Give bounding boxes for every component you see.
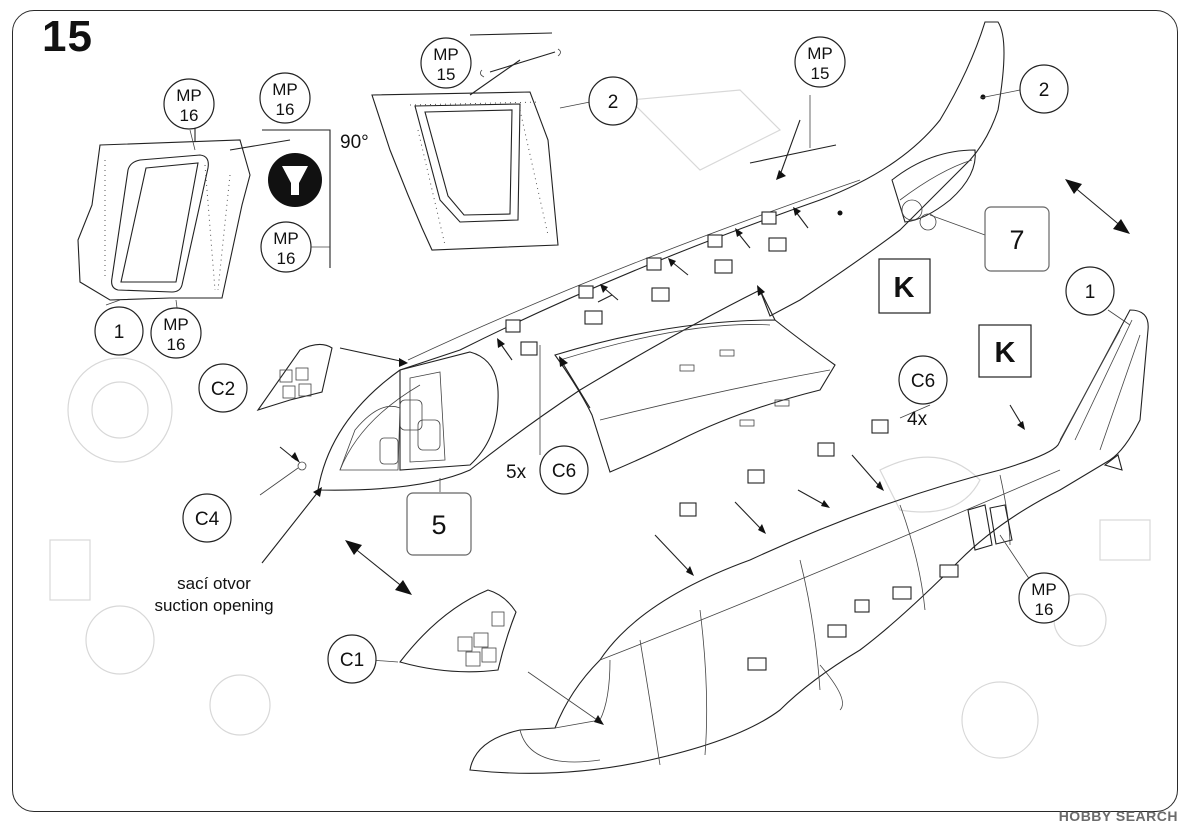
callout-part-c6-right: C6: [898, 355, 948, 405]
box-step-5: 5: [406, 492, 472, 556]
cockpit-panel-left: [77, 125, 291, 301]
callout-part-c1: C1: [327, 634, 377, 684]
svg-text:MP: MP: [163, 315, 189, 334]
windscreen-c1: [399, 589, 517, 673]
windscreen-c2: [256, 343, 408, 412]
callout-part-2-top: 2: [588, 76, 638, 126]
callout-part-c4: C4: [182, 493, 232, 543]
svg-text:MP: MP: [433, 45, 459, 64]
quantity-c6-left: 5x: [506, 462, 527, 483]
window: [578, 285, 594, 299]
window: [827, 624, 847, 638]
svg-text:MP: MP: [807, 44, 833, 63]
angle-bracket: 90°: [262, 129, 369, 268]
svg-text:C6: C6: [552, 461, 576, 482]
svg-text:C4: C4: [195, 509, 220, 530]
note-czech: sací otvor: [177, 574, 251, 593]
callout-mp15-fuselage: MP 15: [794, 36, 846, 88]
fuselage-left-half: [317, 21, 1005, 491]
angle-label: 90°: [340, 132, 369, 153]
callout-part-1-left: 1: [94, 306, 144, 356]
background-ghost: [49, 89, 1151, 759]
window: [679, 502, 697, 517]
callout-part-2-tail: 2: [1019, 64, 1069, 114]
step-number: 15: [42, 12, 93, 61]
watermark-logo: HOBBY SEARCH: [1058, 808, 1178, 824]
callout-mp16-side: MP 16: [260, 221, 312, 273]
svg-text:2: 2: [608, 92, 619, 113]
window: [871, 419, 889, 434]
fuselage-left-windows: [505, 211, 787, 356]
svg-text:K: K: [894, 272, 915, 304]
svg-text:K: K: [995, 337, 1016, 369]
svg-text:16: 16: [167, 335, 186, 354]
svg-text:16: 16: [1035, 600, 1054, 619]
window: [747, 657, 767, 671]
fuselage-assembled: [469, 309, 1149, 774]
window: [505, 319, 521, 333]
svg-text:1: 1: [114, 322, 125, 343]
window: [651, 287, 670, 302]
callout-mp16-fuselage: MP 16: [1018, 572, 1070, 624]
svg-text:MP: MP: [273, 229, 299, 248]
window: [584, 310, 603, 325]
callout-part-c2: C2: [198, 363, 248, 413]
svg-text:MP: MP: [176, 86, 202, 105]
window: [714, 259, 733, 274]
placement-arrows-left: [497, 207, 809, 361]
window: [768, 237, 787, 252]
svg-text:1: 1: [1085, 282, 1096, 303]
note-english: suction opening: [154, 596, 273, 615]
svg-text:7: 7: [1009, 225, 1024, 255]
callout-mp16-top-left: MP 16: [163, 78, 215, 130]
leader-lines: [105, 89, 1131, 725]
double-arrow-right: [1065, 179, 1130, 234]
quantity-c6-right: 4x: [907, 409, 928, 430]
svg-text:C2: C2: [211, 379, 235, 400]
window: [854, 599, 870, 613]
window: [939, 564, 959, 578]
cockpit-panel-top: [371, 32, 561, 251]
double-arrow-left: [345, 540, 412, 595]
svg-text:C1: C1: [340, 650, 364, 671]
svg-text:15: 15: [811, 64, 830, 83]
window: [520, 341, 538, 356]
box-step-7: 7: [984, 206, 1050, 272]
svg-text:MP: MP: [272, 80, 298, 99]
svg-text:16: 16: [277, 249, 296, 268]
window: [707, 234, 723, 248]
window: [817, 442, 835, 457]
svg-text:MP: MP: [1031, 580, 1057, 599]
page-frame: [12, 10, 1178, 812]
callout-mp16-below: MP 16: [150, 307, 202, 359]
window: [646, 257, 662, 271]
cabin-floor-part: [554, 285, 836, 473]
svg-text:2: 2: [1039, 80, 1050, 101]
box-k-upper: K: [878, 258, 931, 314]
loose-windows-c6: [654, 404, 1025, 576]
callout-mp16-top-mid: MP 16: [259, 72, 311, 124]
box-k-lower: K: [978, 324, 1032, 378]
window: [892, 586, 912, 600]
window: [747, 469, 765, 484]
glue-icon: [268, 153, 322, 207]
callout-part-1-tail: 1: [1065, 266, 1115, 316]
callout-part-c6-left: C6: [539, 445, 589, 495]
window: [761, 211, 777, 225]
svg-text:5: 5: [431, 510, 446, 540]
svg-text:C6: C6: [911, 371, 935, 392]
svg-text:15: 15: [437, 65, 456, 84]
callout-mp15-top: MP 15: [420, 37, 472, 89]
svg-text:16: 16: [276, 100, 295, 119]
svg-text:16: 16: [180, 106, 199, 125]
part-c4: [279, 446, 307, 471]
